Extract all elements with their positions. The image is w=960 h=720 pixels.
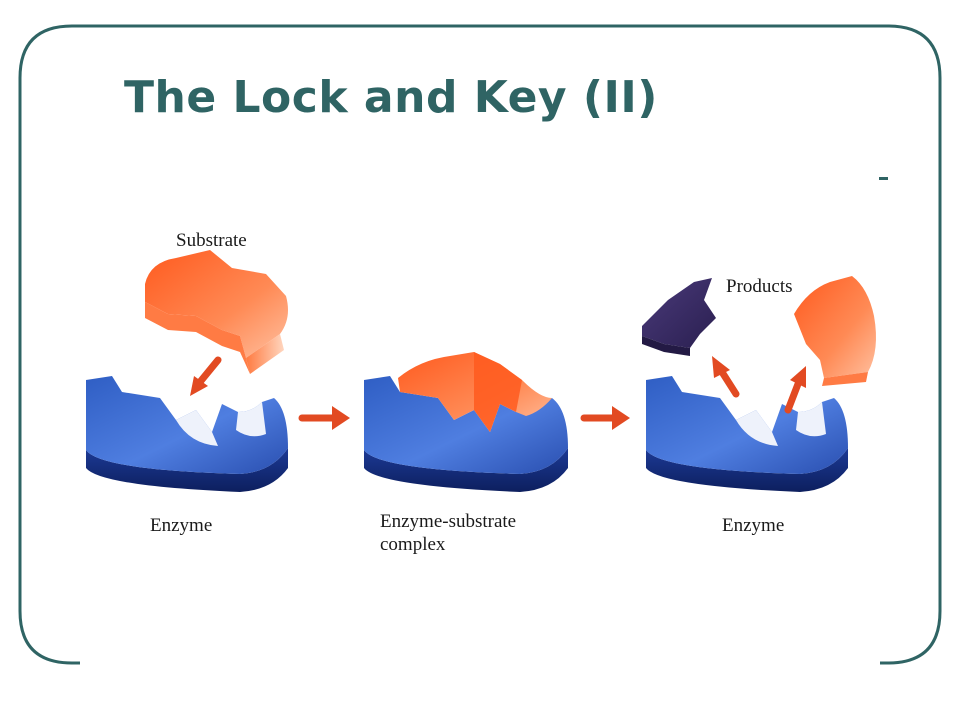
slide-title: The Lock and Key (II) <box>124 72 658 123</box>
label-enzyme-left: Enzyme <box>150 515 212 536</box>
label-enzyme-right: Enzyme <box>722 515 784 536</box>
stage-arrow-1 <box>298 406 350 430</box>
substrate <box>145 250 288 374</box>
stage-arrow-2 <box>580 406 630 430</box>
release-arrow-left <box>712 356 740 398</box>
label-products: Products <box>726 276 793 297</box>
enzyme-left <box>86 376 288 492</box>
binding-arrow <box>190 356 222 396</box>
label-complex-line1: Enzyme-substrate <box>380 511 516 532</box>
enzyme-substrate-complex <box>364 352 568 492</box>
product-dark <box>642 278 716 356</box>
label-complex-line2: complex <box>380 534 446 555</box>
label-substrate: Substrate <box>176 230 247 251</box>
enzyme-right <box>646 376 848 492</box>
product-orange <box>794 276 876 386</box>
release-arrow-right <box>784 366 806 414</box>
